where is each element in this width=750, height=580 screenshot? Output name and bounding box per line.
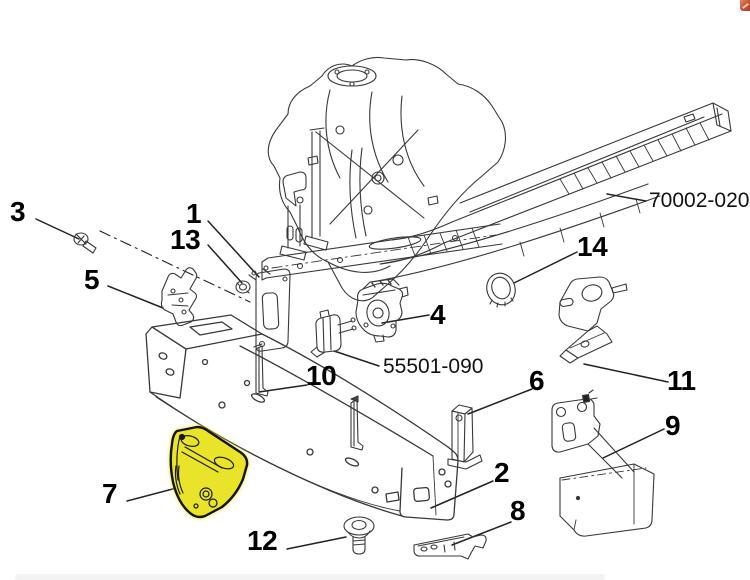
- part-2-beam-drawing: [145, 314, 459, 521]
- callout-8[interactable]: 8: [510, 495, 526, 526]
- leader-lines: [35, 193, 669, 550]
- callout-6[interactable]: 6: [529, 365, 545, 396]
- callout-10[interactable]: 10: [306, 360, 337, 391]
- callout-9[interactable]: 9: [665, 410, 681, 441]
- part-5-bracket-drawing: [160, 267, 198, 327]
- callout-5[interactable]: 5: [84, 264, 100, 295]
- part-12-pushpin-drawing: [343, 516, 375, 555]
- part-13-grommet-drawing: [235, 280, 251, 294]
- part-number-55501-090[interactable]: 55501-090: [383, 355, 484, 378]
- callout-4[interactable]: 4: [430, 299, 446, 330]
- callout-13[interactable]: 13: [170, 224, 201, 255]
- part-11-bracket-drawing: [558, 276, 628, 364]
- part-14-cap-drawing: [486, 272, 516, 308]
- callout-1[interactable]: 1: [186, 198, 202, 229]
- part-55501-clip-drawing: [310, 309, 357, 358]
- part-3-bolt-drawing: [73, 232, 97, 254]
- callout-11[interactable]: 11: [667, 365, 696, 396]
- part-6-channel-drawing: [447, 404, 483, 470]
- part-number-70002-020[interactable]: 70002-020: [649, 189, 750, 212]
- broken-image-icon: [740, 0, 750, 11]
- part-4-mount-drawing: [355, 278, 409, 343]
- callout-2[interactable]: 2: [494, 457, 510, 488]
- part-8-strip-drawing: [413, 533, 487, 560]
- callout-12[interactable]: 12: [247, 525, 278, 556]
- bottom-edge-shadow: [15, 574, 605, 580]
- part-7-highlighted-bracket-drawing: [169, 425, 249, 519]
- part-9-bracket-drawing: [551, 389, 655, 537]
- callout-7[interactable]: 7: [102, 478, 118, 509]
- main-assembly-drawing: [261, 56, 732, 302]
- callout-3[interactable]: 3: [10, 196, 26, 227]
- part-10-strips-drawing: [255, 345, 364, 451]
- part-1-plate-drawing: [248, 265, 291, 352]
- callout-14[interactable]: 14: [577, 231, 608, 262]
